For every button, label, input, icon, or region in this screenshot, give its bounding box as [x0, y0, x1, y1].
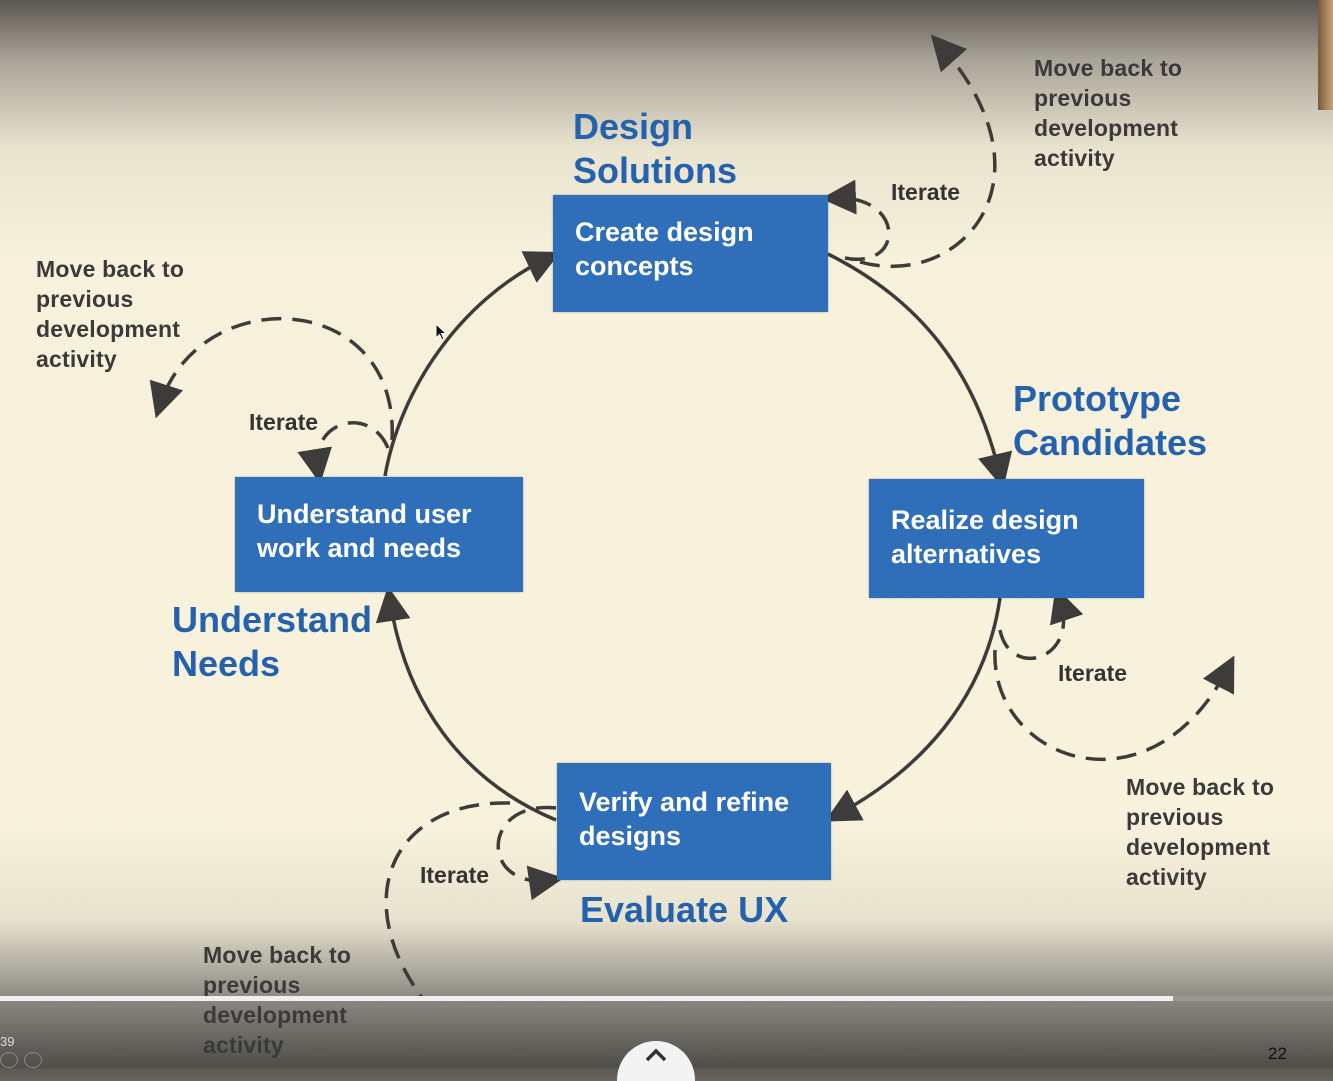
- stage-understand-needs: Understand Needs: [172, 599, 373, 684]
- iterate-loop-verify: [496, 805, 564, 901]
- move-back-loop-understand: [149, 316, 394, 441]
- progress-track[interactable]: [0, 996, 1333, 1001]
- stage-design-solutions: Design Solutions: [573, 106, 737, 191]
- player-controls: [0, 1052, 48, 1068]
- move-back-loop-create: [859, 34, 997, 269]
- caption-icon[interactable]: [0, 1052, 18, 1068]
- box-verify-refine-designs: Verify and refine designs: [557, 763, 831, 880]
- move-back-loop-realize: [993, 649, 1235, 761]
- expand-button[interactable]: [617, 1041, 695, 1081]
- iterate-label-create: Iterate: [891, 179, 961, 205]
- mouse-cursor-icon: [435, 323, 447, 341]
- page-number: 22: [1268, 1044, 1287, 1063]
- box-realize-design-alternatives: Realize design alternatives: [869, 479, 1144, 598]
- cycle-arrow-realize-to-verify: [824, 597, 1002, 822]
- chevron-up-icon: [645, 1048, 667, 1062]
- iterate-label-realize: Iterate: [1058, 660, 1128, 686]
- box-understand-user-work: Understand user work and needs: [235, 477, 523, 592]
- box-create-design-concepts: Create design concepts: [553, 195, 828, 312]
- time-label: 39: [0, 1034, 15, 1049]
- iterate-loop-understand: [297, 421, 390, 484]
- cycle-arrow-create-to-realize: [827, 252, 1013, 489]
- iterate-label-verify: Iterate: [420, 862, 490, 888]
- progress-fill: [0, 996, 1174, 1001]
- cycle-arrow-understand-to-create: [383, 251, 561, 477]
- iterate-label-understand: Iterate: [249, 409, 319, 435]
- lifecycle-diagram: [149, 34, 1235, 1000]
- more-icon[interactable]: [24, 1052, 42, 1068]
- move-back-loop-verify: [384, 801, 511, 1000]
- iterate-loop-realize: [998, 586, 1084, 660]
- cycle-arrow-verify-to-understand: [375, 586, 557, 822]
- webcam-thumbnail: [1318, 0, 1333, 110]
- video-player-bar: 39 22: [0, 996, 1333, 1081]
- iterate-loop-create: [821, 179, 891, 262]
- stage-evaluate-ux: Evaluate UX: [580, 889, 789, 930]
- stage-prototype-candidates: Prototype Candidates: [1013, 378, 1208, 463]
